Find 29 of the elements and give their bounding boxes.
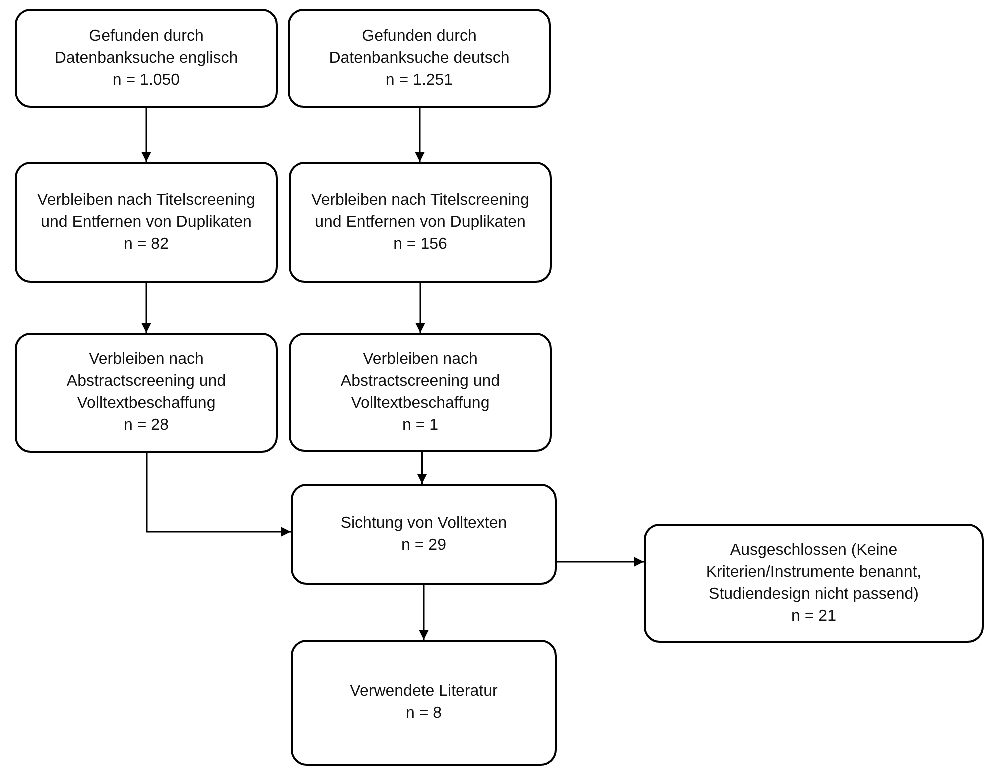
count-label: n = 21 (792, 606, 836, 626)
arrow (557, 557, 644, 567)
process-box (289, 162, 552, 283)
count-label: n = 1.251 (386, 70, 454, 90)
arrow (415, 108, 425, 162)
process-box (15, 9, 278, 108)
step-description: Verwendete Literatur (350, 682, 498, 702)
process-box (289, 333, 552, 452)
count-label: n = 8 (406, 704, 442, 724)
count-label: n = 29 (402, 536, 446, 556)
arrow (416, 283, 426, 333)
arrow (419, 585, 429, 640)
arrow (142, 283, 152, 333)
process-box (644, 524, 984, 643)
process-box (15, 333, 278, 453)
count-label: n = 1 (402, 416, 439, 436)
arrow (146, 453, 291, 537)
step-description: Ausgeschlossen (Keine Kriterien/Instrumente benannt, Studiendesign nicht passend) (705, 540, 923, 604)
process-box (288, 9, 551, 108)
arrow (417, 452, 428, 484)
count-label: n = 82 (124, 234, 169, 254)
process-box (291, 484, 557, 585)
step-description: Sichtung von Volltexten (340, 514, 508, 534)
count-label: n = 28 (124, 416, 169, 436)
count-label: n = 1.050 (112, 70, 180, 90)
arrow (142, 108, 152, 162)
process-box (15, 162, 278, 283)
count-label: n = 156 (394, 234, 448, 254)
process-box (291, 640, 557, 766)
